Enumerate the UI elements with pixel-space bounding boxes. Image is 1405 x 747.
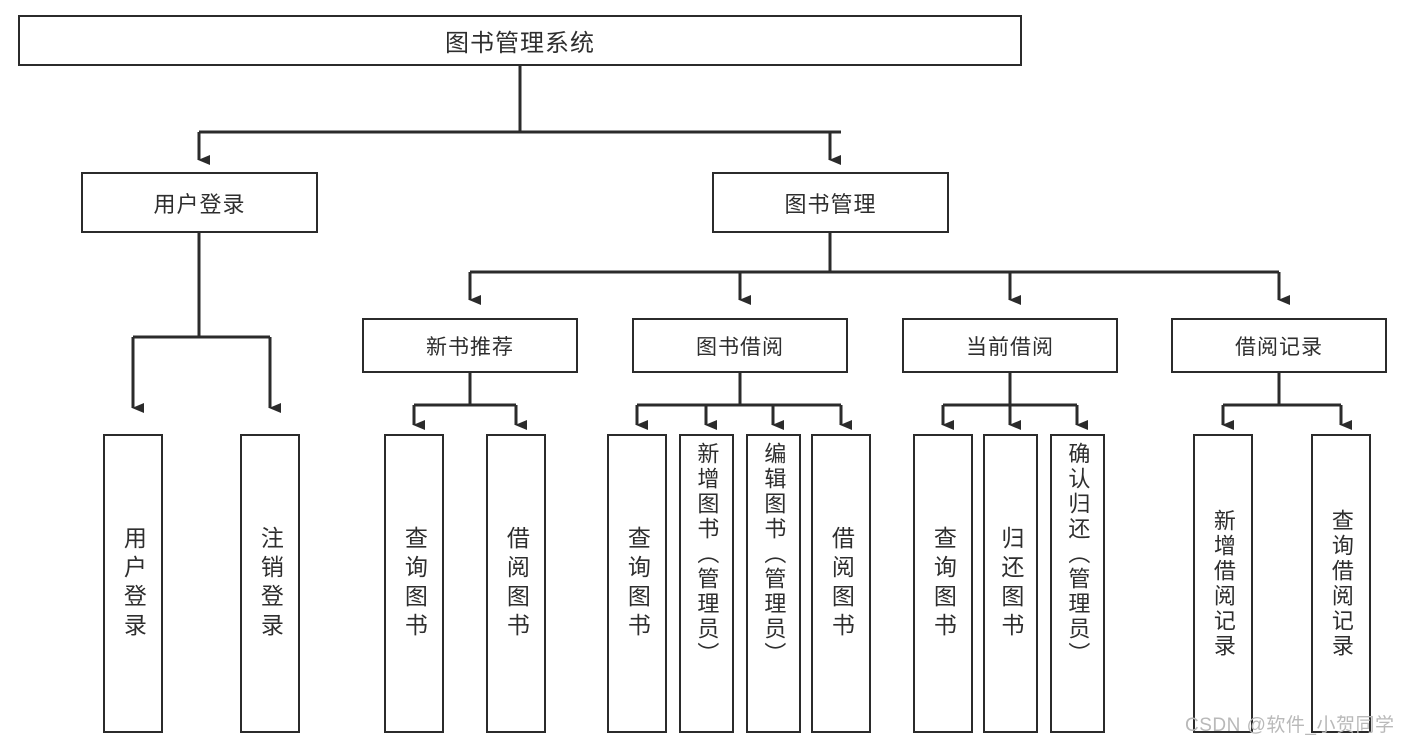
node-label: 用户登录 bbox=[120, 525, 147, 642]
node-label: 编辑图书（管理员） bbox=[761, 442, 787, 667]
csdn-watermark: CSDN @软件_小贺同学 bbox=[1185, 715, 1395, 736]
node-label: 查询图书 bbox=[401, 525, 428, 642]
leaf-current-query-book[interactable]: 查询图书 bbox=[913, 434, 973, 733]
node-label: 图书借阅 bbox=[696, 335, 784, 359]
leaf-current-confirm-return-admin[interactable]: 确认归还（管理员） bbox=[1050, 434, 1105, 733]
leaf-recommend-query-book[interactable]: 查询图书 bbox=[384, 434, 444, 733]
node-label: 当前借阅 bbox=[966, 335, 1054, 359]
node-label: 图书管理 bbox=[784, 191, 877, 217]
leaf-user-login-login[interactable]: 用户登录 bbox=[103, 434, 163, 733]
node-label: 用户登录 bbox=[153, 191, 246, 217]
node-borrow-record[interactable]: 借阅记录 bbox=[1171, 318, 1387, 373]
node-label: 查询图书 bbox=[930, 525, 957, 642]
node-label: 新增图书（管理员） bbox=[694, 442, 720, 667]
node-label: 查询图书 bbox=[624, 525, 651, 642]
node-label: 借阅图书 bbox=[503, 525, 530, 642]
node-label: 注销登录 bbox=[257, 525, 284, 642]
leaf-borrow-borrow-book[interactable]: 借阅图书 bbox=[811, 434, 871, 733]
node-book-borrow[interactable]: 图书借阅 bbox=[632, 318, 848, 373]
leaf-record-query-record[interactable]: 查询借阅记录 bbox=[1311, 434, 1371, 733]
node-label: 确认归还（管理员） bbox=[1065, 442, 1091, 667]
node-label: 图书管理系统 bbox=[445, 30, 595, 57]
leaf-recommend-borrow-book[interactable]: 借阅图书 bbox=[486, 434, 546, 733]
node-user-login[interactable]: 用户登录 bbox=[81, 172, 318, 233]
leaf-record-add-record[interactable]: 新增借阅记录 bbox=[1193, 434, 1253, 733]
node-current-borrow[interactable]: 当前借阅 bbox=[902, 318, 1118, 373]
node-label: 新书推荐 bbox=[426, 335, 514, 359]
leaf-current-return-book[interactable]: 归还图书 bbox=[983, 434, 1038, 733]
leaf-borrow-edit-book-admin[interactable]: 编辑图书（管理员） bbox=[746, 434, 801, 733]
leaf-borrow-query-book[interactable]: 查询图书 bbox=[607, 434, 667, 733]
node-label: 新增借阅记录 bbox=[1210, 508, 1236, 659]
node-label: 借阅图书 bbox=[828, 525, 855, 642]
node-label: 借阅记录 bbox=[1235, 335, 1323, 359]
node-new-book-recommend[interactable]: 新书推荐 bbox=[362, 318, 578, 373]
node-label: 查询借阅记录 bbox=[1328, 508, 1354, 659]
node-label: 归还图书 bbox=[997, 525, 1024, 642]
leaf-borrow-add-book-admin[interactable]: 新增图书（管理员） bbox=[679, 434, 734, 733]
node-root-system[interactable]: 图书管理系统 bbox=[18, 15, 1022, 66]
leaf-user-login-logout[interactable]: 注销登录 bbox=[240, 434, 300, 733]
node-book-management[interactable]: 图书管理 bbox=[712, 172, 949, 233]
